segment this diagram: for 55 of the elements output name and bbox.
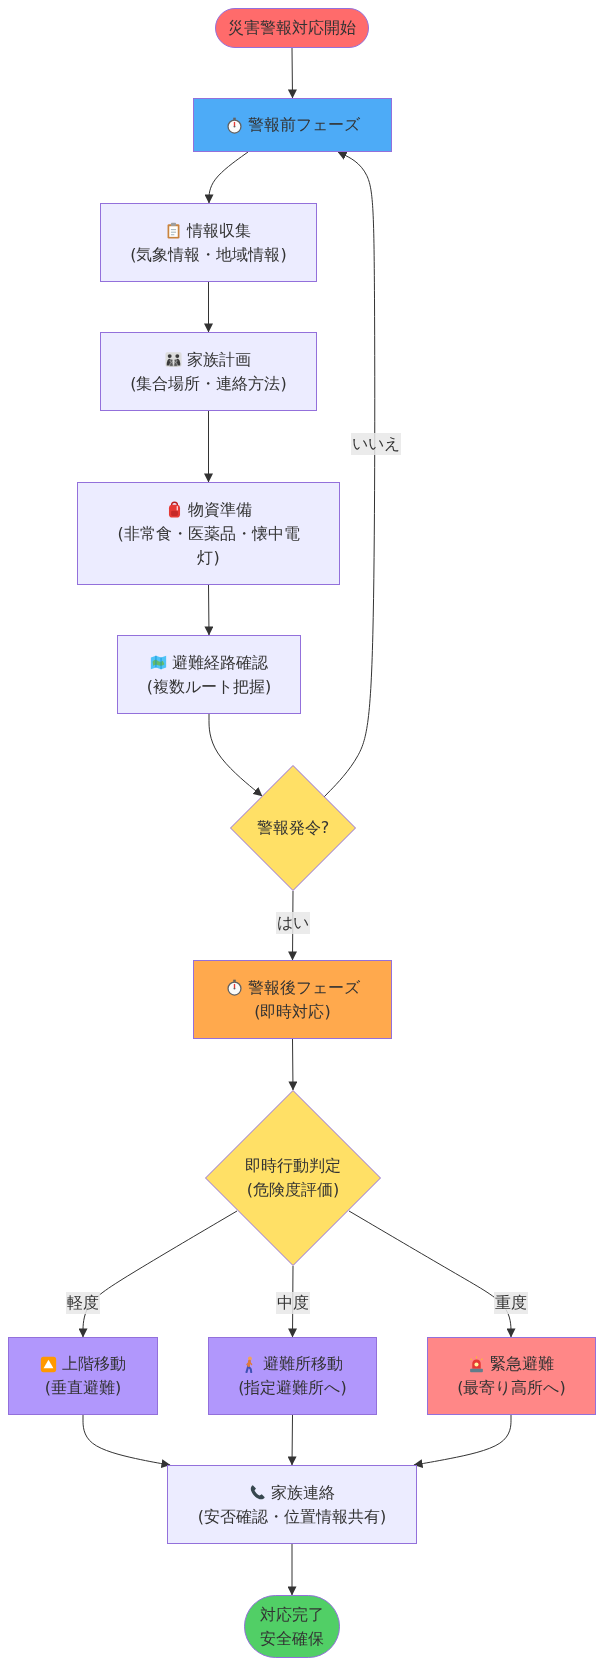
decision-label: 警報発令?: [256, 817, 330, 839]
terminal-label: 安全確保: [260, 1627, 324, 1650]
node-text: (気象情報・地域情報): [130, 243, 287, 266]
process-box: [100, 203, 317, 282]
process-box: [167, 1465, 417, 1544]
node-title: 警報後フェーズ: [247, 976, 360, 999]
node-text: (安否確認・位置情報共有): [197, 1505, 387, 1528]
arrow: [348, 1210, 516, 1338]
node-title: 警報前フェーズ: [247, 114, 360, 136]
arrow: [204, 584, 214, 636]
node-text: (即時対応): [254, 1000, 331, 1023]
process-box: [8, 1337, 158, 1415]
node-text: (最寄り高所へ): [457, 1377, 566, 1399]
node-text: (集合場所・連絡方法): [130, 372, 287, 395]
node-text: (複数ルート把握): [146, 675, 272, 698]
node-title: 物資準備: [187, 498, 252, 521]
decision-diamond: [205, 1090, 381, 1266]
process-box: [427, 1337, 596, 1415]
arrow: [323, 151, 376, 798]
node-text: (非常食・医薬品・懐中電灯): [116, 522, 301, 569]
process-box: [193, 960, 392, 1039]
edge-label: はい: [276, 912, 310, 934]
terminal-label: 対応完了: [260, 1603, 324, 1626]
arrow: [287, 1543, 297, 1596]
decision-label: (危険度評価): [246, 1179, 340, 1201]
edge-label: 重度: [494, 1292, 528, 1314]
arrow: [204, 410, 213, 483]
node-title: 家族計画: [187, 348, 252, 371]
node-title: 情報収集: [187, 219, 252, 242]
decision-label: 即時行動判定: [245, 1155, 341, 1177]
node-title: 避難経路確認: [172, 651, 268, 674]
arrow: [208, 713, 263, 797]
terminal-label: 災害警報対応開始: [228, 17, 356, 39]
process-box: [208, 1337, 377, 1415]
process-box: [117, 635, 301, 714]
node-text: (垂直避難): [44, 1377, 122, 1399]
arrow: [204, 281, 213, 333]
arrow: [287, 1414, 297, 1466]
process-box: [100, 332, 317, 411]
edge-label: いいえ: [351, 433, 401, 455]
arrow: [82, 1414, 171, 1469]
edge-label: 軽度: [66, 1292, 100, 1314]
node-title: 避難所移動: [263, 1353, 344, 1375]
arrow: [78, 1210, 238, 1338]
decision-diamond: [230, 765, 356, 891]
terminal-pill: [215, 8, 369, 48]
node-title: 家族連絡: [271, 1481, 335, 1504]
node-title: 上階移動: [62, 1353, 126, 1375]
arrow: [288, 1038, 298, 1091]
arrow: [413, 1414, 512, 1469]
node-title: 緊急避難: [490, 1353, 555, 1375]
node-text: (指定避難所へ): [238, 1377, 347, 1399]
process-box: [193, 98, 392, 152]
edge-label: 中度: [276, 1292, 310, 1314]
process-box: [77, 482, 340, 585]
